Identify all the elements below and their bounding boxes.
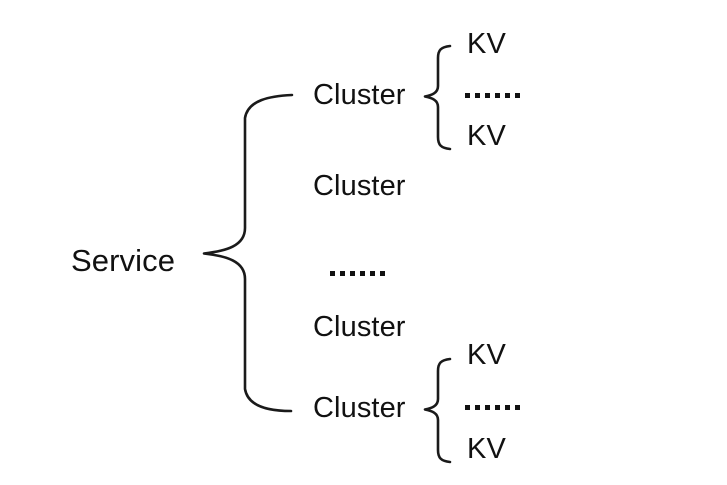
ellipsis-dot (350, 271, 355, 276)
ellipsis-dot (475, 405, 480, 410)
node-kv-bottom-first: KV (467, 339, 506, 371)
ellipsis-dot (495, 405, 500, 410)
node-service: Service (71, 243, 176, 278)
node-cluster-1: Cluster (313, 79, 406, 111)
ellipsis-dot (370, 271, 375, 276)
ellipsis-dot (505, 405, 510, 410)
ellipsis-dot (360, 271, 365, 276)
ellipsis-dot (515, 405, 520, 410)
ellipsis-dot (340, 271, 345, 276)
service-to-clusters-brace (202, 93, 294, 413)
ellipsis-dot (380, 271, 385, 276)
cluster-list-ellipsis (330, 271, 385, 276)
node-kv-top-first: KV (467, 28, 506, 60)
kv-list-ellipsis-top (465, 93, 520, 98)
node-cluster-4: Cluster (313, 392, 406, 424)
node-cluster-2: Cluster (313, 170, 406, 202)
ellipsis-dot (485, 93, 490, 98)
node-kv-bottom-last: KV (467, 433, 506, 465)
ellipsis-dot (330, 271, 335, 276)
ellipsis-dot (475, 93, 480, 98)
node-kv-top-last: KV (467, 120, 506, 152)
node-cluster-3: Cluster (313, 311, 406, 343)
ellipsis-dot (515, 93, 520, 98)
cluster-top-to-kv-brace (423, 44, 452, 151)
kv-list-ellipsis-bottom (465, 405, 520, 410)
ellipsis-dot (465, 93, 470, 98)
ellipsis-dot (495, 93, 500, 98)
cluster-bottom-to-kv-brace (423, 357, 452, 464)
ellipsis-dot (485, 405, 490, 410)
ellipsis-dot (505, 93, 510, 98)
ellipsis-dot (465, 405, 470, 410)
